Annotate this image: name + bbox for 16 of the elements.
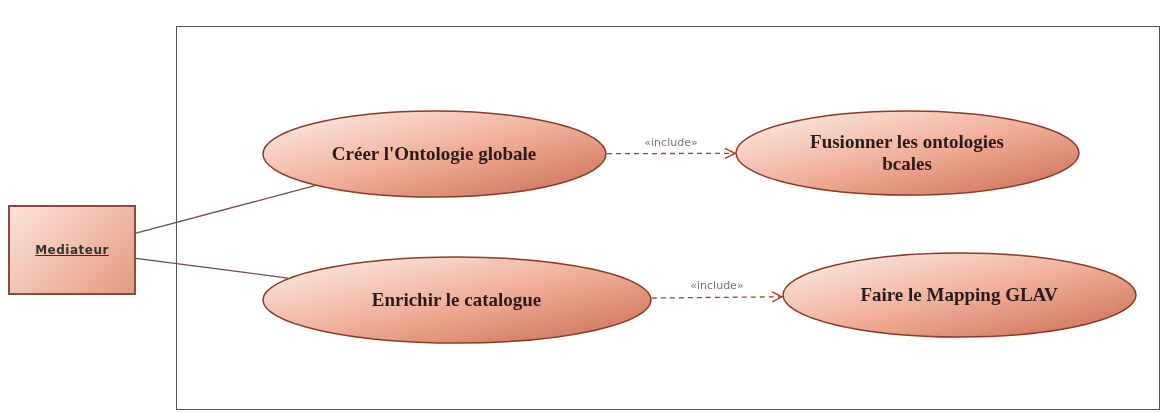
use-case-label: Créer l'Ontologie globale bbox=[330, 142, 538, 165]
include-arrow bbox=[606, 147, 736, 160]
use-case-ellipse bbox=[781, 251, 1137, 338]
use-case-ellipse bbox=[734, 109, 1080, 196]
use-case-label: Faire le Mapping GLAV bbox=[859, 283, 1059, 306]
association-line bbox=[135, 185, 316, 234]
include-arrow bbox=[651, 291, 783, 303]
use-case-label: Enrichir le catalogue bbox=[370, 288, 543, 311]
system-boundary bbox=[176, 26, 1160, 410]
use-case-ellipse bbox=[261, 109, 607, 198]
actor-name: Mediateur bbox=[35, 243, 109, 257]
actor-box bbox=[8, 205, 136, 295]
use-case-ellipse bbox=[261, 255, 652, 344]
use-case-label: Fusionner les ontologies bcales bbox=[809, 130, 1005, 175]
edge-label: «include» bbox=[642, 135, 700, 149]
association-line bbox=[135, 257, 289, 279]
